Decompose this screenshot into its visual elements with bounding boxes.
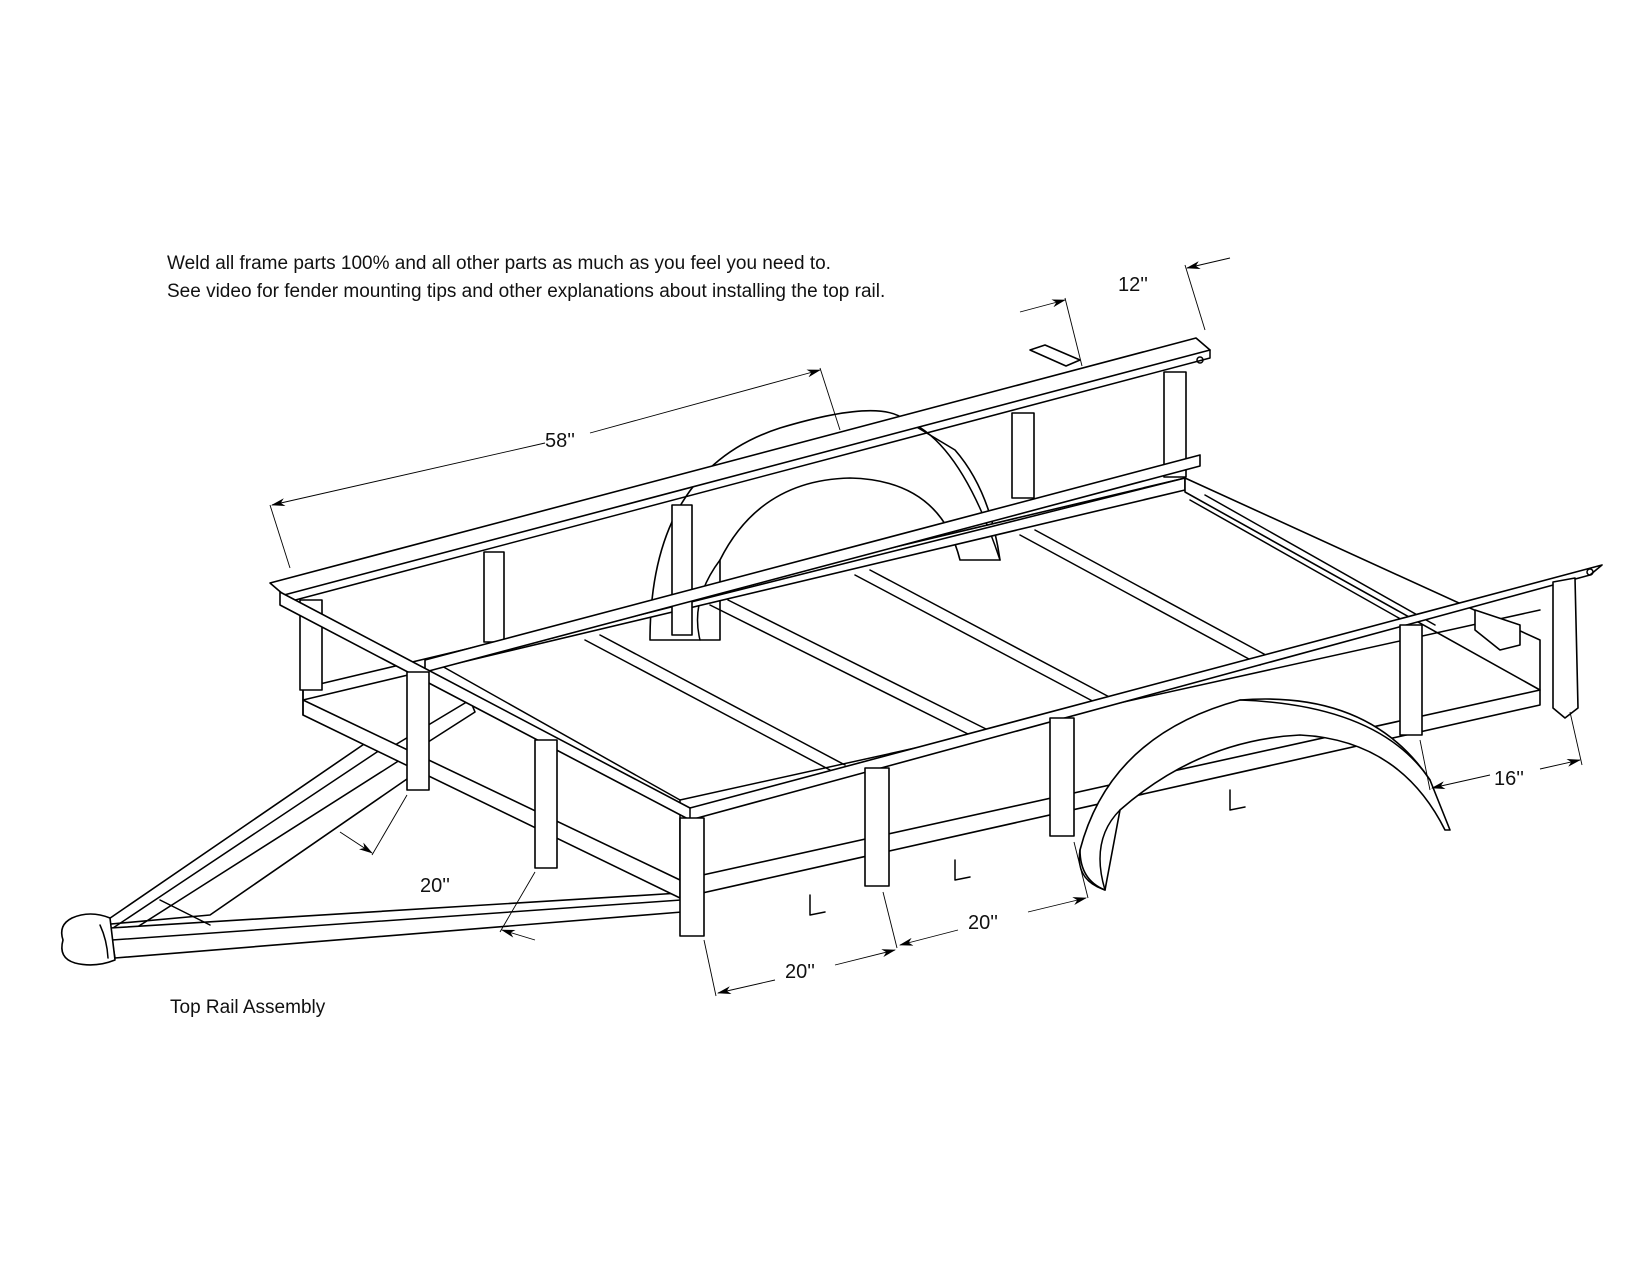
under-brackets	[809, 609, 1521, 916]
dimension-16: 16''	[1419, 711, 1583, 791]
coupler	[60, 913, 116, 966]
dimension-20-side-a: 20''	[703, 891, 898, 997]
video-note: See video for fender mounting tips and o…	[167, 281, 886, 302]
front-inner-rail	[424, 454, 1201, 673]
near-posts	[406, 577, 1579, 937]
weld-note: Weld all frame parts 100% and all other …	[167, 253, 831, 274]
dimension-58: 58''	[269, 367, 841, 569]
dimension-20-tongue: 20''	[339, 794, 536, 941]
tongue-a-frame	[99, 699, 683, 959]
deck-crossmembers	[584, 494, 1436, 771]
drawing-caption: Top Rail Assembly	[170, 997, 326, 1018]
dimension-label: 16''	[1494, 768, 1524, 790]
dimension-label: 12''	[1118, 274, 1148, 296]
dimension-label: 58''	[545, 430, 575, 452]
dimension-20-side-b: 20''	[899, 841, 1089, 946]
far-top-rail	[269, 337, 1211, 691]
dimension-label: 20''	[785, 961, 815, 983]
dimension-label: 20''	[968, 912, 998, 934]
near-fender	[1078, 698, 1451, 891]
dimension-label: 20''	[420, 875, 450, 897]
dimension-12: 12''	[1019, 257, 1231, 367]
